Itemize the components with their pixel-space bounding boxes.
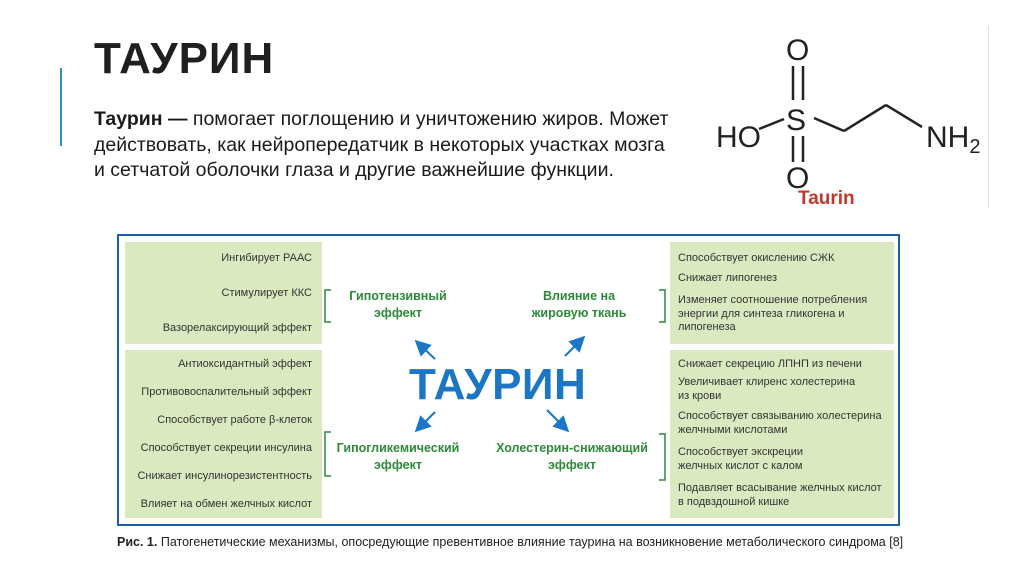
- center-label: ТАУРИН: [409, 360, 587, 409]
- list-item: Влияет на обмен желчных кислот: [140, 498, 312, 510]
- arrow-hypoglycemic: [414, 411, 436, 433]
- arrow-cholesterol: [546, 409, 570, 433]
- description-term: Таурин —: [94, 108, 188, 130]
- list-item: Способствует связыванию холестерина желч…: [678, 410, 890, 437]
- effect-hypoglycemic: Гипогликемический эффект: [336, 441, 460, 472]
- atom-s: S: [786, 104, 806, 137]
- list-item: Способствует окислению СЖК: [678, 252, 835, 264]
- effect-fat: Влияние на жировую ткань: [531, 289, 627, 320]
- list-item: Ингибирует РААС: [221, 252, 312, 264]
- bond-c1-c2: [843, 103, 887, 133]
- list-item: Стимулирует ККС: [221, 287, 313, 299]
- figure-caption: Рис. 1. Патогенетические механизмы, опос…: [117, 534, 907, 550]
- atom-nh-main: NH: [926, 121, 969, 154]
- atom-o-top: O: [786, 34, 809, 67]
- list-item-text: Способствует экскреции желчных кислот с …: [678, 446, 803, 472]
- list-item: Способствует работе β-клеток: [157, 414, 312, 426]
- pathogenesis-figure: Ингибирует РААС Стимулирует ККС Вазорела…: [117, 234, 900, 526]
- description-text: помогает поглощению и уничтожению жиров.…: [94, 108, 669, 181]
- atom-ho: HO: [716, 121, 761, 154]
- bracket-cholesterol: [659, 433, 666, 481]
- list-item: Противовоспалительный эффект: [141, 386, 312, 398]
- effect-cholesterol: Холестерин-снижающий эффект: [496, 441, 648, 472]
- arrow-fat: [564, 335, 586, 357]
- list-item-text: Изменяет соотношение потребления энергии…: [678, 294, 868, 333]
- slide-title: ТАУРИН: [94, 34, 275, 83]
- bracket-hypoglycemic: [324, 431, 331, 477]
- bond-s-c1: [813, 116, 845, 133]
- atom-o-bottom: O: [786, 162, 809, 195]
- list-item: Подавляет всасывание желчных кислот в по…: [678, 482, 890, 509]
- atom-nh-sub: 2: [969, 136, 980, 158]
- list-item: Способствует секреции инсулина: [140, 442, 312, 454]
- taurine-structure: O S O HO NH2 Taurin: [696, 26, 989, 208]
- taurine-structure-svg: O S O HO NH2 Taurin: [716, 34, 980, 208]
- accent-bar: [60, 68, 62, 146]
- list-item: Способствует экскреции желчных кислот с …: [678, 446, 848, 473]
- description: Таурин — помогает поглощению и уничтожен…: [94, 107, 674, 184]
- list-item: Антиоксидантный эффект: [178, 358, 312, 370]
- list-item: Изменяет соотношение потребления энергии…: [678, 294, 890, 335]
- bracket-fat: [659, 289, 666, 323]
- list-item: Снижает секрецию ЛПНП из печени: [678, 358, 862, 370]
- box-left-top: Ингибирует РААС Стимулирует ККС Вазорела…: [125, 242, 322, 344]
- bracket-hypotensive: [324, 289, 331, 323]
- atom-nh: NH2: [926, 121, 980, 158]
- list-item: Снижает инсулинорезистентность: [137, 470, 312, 482]
- list-item-text: Увеличивает клиренс холестерина из крови: [678, 376, 856, 402]
- bond-c2-n: [885, 103, 923, 129]
- list-item-text: Подавляет всасывание желчных кислот в по…: [678, 482, 882, 508]
- caption-label: Рис. 1.: [117, 535, 158, 549]
- diagram-connectors: [324, 289, 666, 481]
- bond-ho-s: [758, 117, 785, 131]
- box-left-bottom: Антиоксидантный эффект Противовоспалител…: [125, 350, 322, 518]
- list-item: Увеличивает клиренс холестерина из крови: [678, 376, 868, 403]
- list-item: Вазорелаксирующий эффект: [162, 322, 312, 334]
- arrow-hypotensive: [414, 339, 436, 360]
- effect-hypotensive: Гипотензивный эффект: [349, 289, 447, 320]
- box-right-top: Способствует окислению СЖК Снижает липог…: [670, 242, 894, 344]
- list-item: Снижает липогенез: [678, 272, 778, 284]
- caption-text: Патогенетические механизмы, опосредующие…: [157, 535, 904, 549]
- list-item-text: Способствует связыванию холестерина желч…: [678, 410, 882, 436]
- molecule-name: Taurin: [798, 188, 855, 208]
- box-right-bottom: Снижает секрецию ЛПНП из печени Увеличив…: [670, 350, 894, 518]
